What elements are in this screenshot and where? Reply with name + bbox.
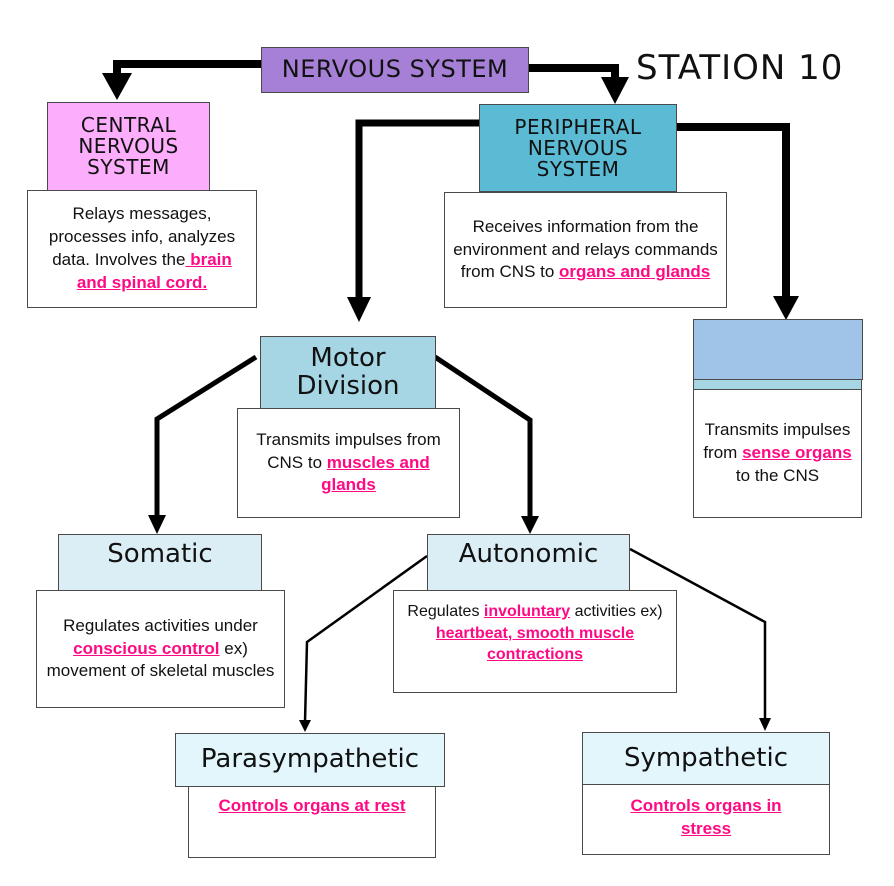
node-peripheral-nervous-system: PERIPHERAL NERVOUS SYSTEM bbox=[479, 104, 677, 192]
somatic-title: Somatic bbox=[107, 539, 213, 569]
sensory-desc-highlight: sense organs bbox=[742, 443, 852, 463]
node-nervous-system: NERVOUS SYSTEM bbox=[261, 47, 529, 93]
cns-title-line-1: CENTRAL bbox=[80, 113, 177, 137]
cns-title-line-2: NERVOUS bbox=[78, 134, 179, 158]
arrowhead-sympathetic bbox=[759, 718, 771, 731]
pns-title-line-1: PERIPHERAL bbox=[514, 114, 642, 139]
sensory-description: Transmits impulses from sense organs to … bbox=[693, 389, 862, 518]
pns-desc-highlight: organs and glands bbox=[559, 262, 711, 282]
connector-motor-to-autonomic bbox=[433, 354, 533, 522]
node-sympathetic: Sympathetic bbox=[582, 732, 830, 785]
connector-autonomic-to-sympathetic bbox=[629, 547, 767, 720]
autonomic-desc-highlight-1: involuntary bbox=[483, 603, 571, 620]
pns-description: Receives information from the environmen… bbox=[444, 192, 727, 308]
somatic-desc-highlight: conscious control bbox=[73, 638, 220, 658]
arrowhead-motor bbox=[347, 297, 371, 322]
arrowhead-pns bbox=[601, 77, 629, 104]
somatic-description: Regulates activities under conscious con… bbox=[36, 590, 285, 708]
arrowhead-somatic bbox=[148, 515, 166, 534]
node-somatic: Somatic bbox=[58, 534, 262, 591]
node-central-nervous-system: CENTRAL NERVOUS SYSTEM bbox=[47, 102, 210, 191]
somatic-desc-text-1: Regulates activities under bbox=[63, 615, 258, 635]
motor-desc-text: Transmits impulses from CNS to bbox=[256, 429, 441, 472]
node-parasympathetic: Parasympathetic bbox=[175, 733, 445, 787]
motor-title-line-2: Division bbox=[296, 370, 400, 401]
arrowhead-sensory bbox=[773, 296, 799, 320]
parasympathetic-description: Controls organs at rest bbox=[188, 786, 436, 858]
cns-description: Relays messages, processes info, analyze… bbox=[27, 190, 257, 308]
sensory-title-strip bbox=[693, 380, 862, 390]
arrowhead-parasympathetic bbox=[299, 720, 311, 732]
motor-desc-highlight: muscles and glands bbox=[321, 452, 430, 495]
pns-title-line-2: NERVOUS bbox=[527, 135, 629, 160]
node-motor-division: Motor Division bbox=[260, 336, 436, 409]
motor-title-line-1: Motor bbox=[310, 343, 386, 374]
autonomic-desc-text-2: activities ex) bbox=[570, 603, 663, 620]
node-nervous-system-title: NERVOUS SYSTEM bbox=[281, 55, 509, 84]
pns-title-line-3: SYSTEM bbox=[536, 156, 620, 181]
autonomic-title: Autonomic bbox=[458, 539, 599, 569]
connector-motor-to-somatic bbox=[154, 354, 258, 522]
motor-description: Transmits impulses from CNS to muscles a… bbox=[237, 408, 460, 518]
connector-autonomic-to-parasympathetic bbox=[303, 554, 428, 723]
arrowhead-cns bbox=[102, 73, 132, 100]
parasympathetic-title: Parasympathetic bbox=[200, 744, 420, 775]
cns-desc-highlight: brain and spinal cord. bbox=[76, 250, 232, 292]
connector-pns-to-motor bbox=[355, 119, 480, 300]
connector-ns-to-cns bbox=[113, 60, 262, 80]
parasympathetic-desc-highlight: Controls organs at rest bbox=[218, 796, 406, 815]
arrowhead-autonomic bbox=[521, 516, 539, 534]
autonomic-desc-text-1: Regulates bbox=[407, 603, 484, 620]
autonomic-description: Regulates involuntary activities ex) hea… bbox=[393, 590, 677, 693]
cns-desc-text: Relays messages, processes info, analyze… bbox=[48, 204, 236, 269]
sensory-desc-text-2: to the CNS bbox=[735, 465, 820, 485]
sensory-desc-text-1: Transmits impulses from bbox=[703, 420, 851, 463]
station-label: STATION 10 bbox=[636, 48, 844, 88]
sympathetic-title: Sympathetic bbox=[623, 742, 789, 773]
somatic-desc-text-2: ex) movement of skeletal muscles bbox=[46, 638, 275, 681]
sympathetic-desc-highlight: Controls organs in stress bbox=[630, 796, 782, 838]
node-sensory-division bbox=[693, 319, 863, 380]
connector-pns-to-sensory bbox=[676, 123, 790, 298]
node-autonomic: Autonomic bbox=[427, 534, 630, 591]
cns-title-line-3: SYSTEM bbox=[87, 155, 170, 179]
pns-desc-text: Receives information from the environmen… bbox=[453, 216, 718, 282]
sympathetic-description: Controls organs in stress bbox=[582, 784, 830, 855]
connector-ns-to-pns bbox=[528, 64, 619, 80]
autonomic-desc-highlight-2: heartbeat, smooth muscle contractions bbox=[435, 624, 635, 664]
